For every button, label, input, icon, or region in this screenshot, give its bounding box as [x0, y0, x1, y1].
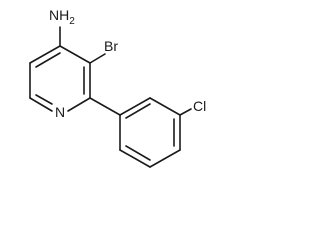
bond-p5-p6 [119, 149, 151, 168]
bromine-label: Br [104, 38, 118, 54]
amine-label: NH2 [49, 7, 75, 27]
amine-hydrogen-symbol: H [59, 7, 69, 23]
pyridine-ring [29, 45, 91, 112]
bond-p1-p2-double [125, 103, 151, 119]
bond-p4-p5 [149, 149, 181, 168]
ring-nitrogen-label: N [55, 104, 65, 120]
chlorophenyl-ring [119, 97, 181, 168]
bond-p1-p2 [119, 97, 151, 116]
bond-p5-p6-double [125, 145, 151, 161]
amine-hydrogen-count: 2 [69, 16, 75, 27]
chlorine-label: Cl [193, 98, 206, 114]
bond-c2-n1 [67, 97, 91, 112]
bond-c2-phenyl [89, 97, 121, 116]
bond-n1-c6-double [35, 94, 53, 105]
bond-c3-bromine [89, 53, 106, 64]
amine-nitrogen-symbol: N [49, 7, 59, 23]
bond-c5-c4 [29, 45, 61, 64]
bond-c5-c4-double [35, 52, 61, 68]
bond-n1-c6 [29, 97, 53, 112]
bond-p2-p3 [149, 97, 181, 116]
bond-p3-chlorine [179, 108, 192, 116]
molecule-structure-diagram: NH2 Br N Cl [29, 7, 206, 168]
bond-c4-c3 [59, 45, 91, 64]
